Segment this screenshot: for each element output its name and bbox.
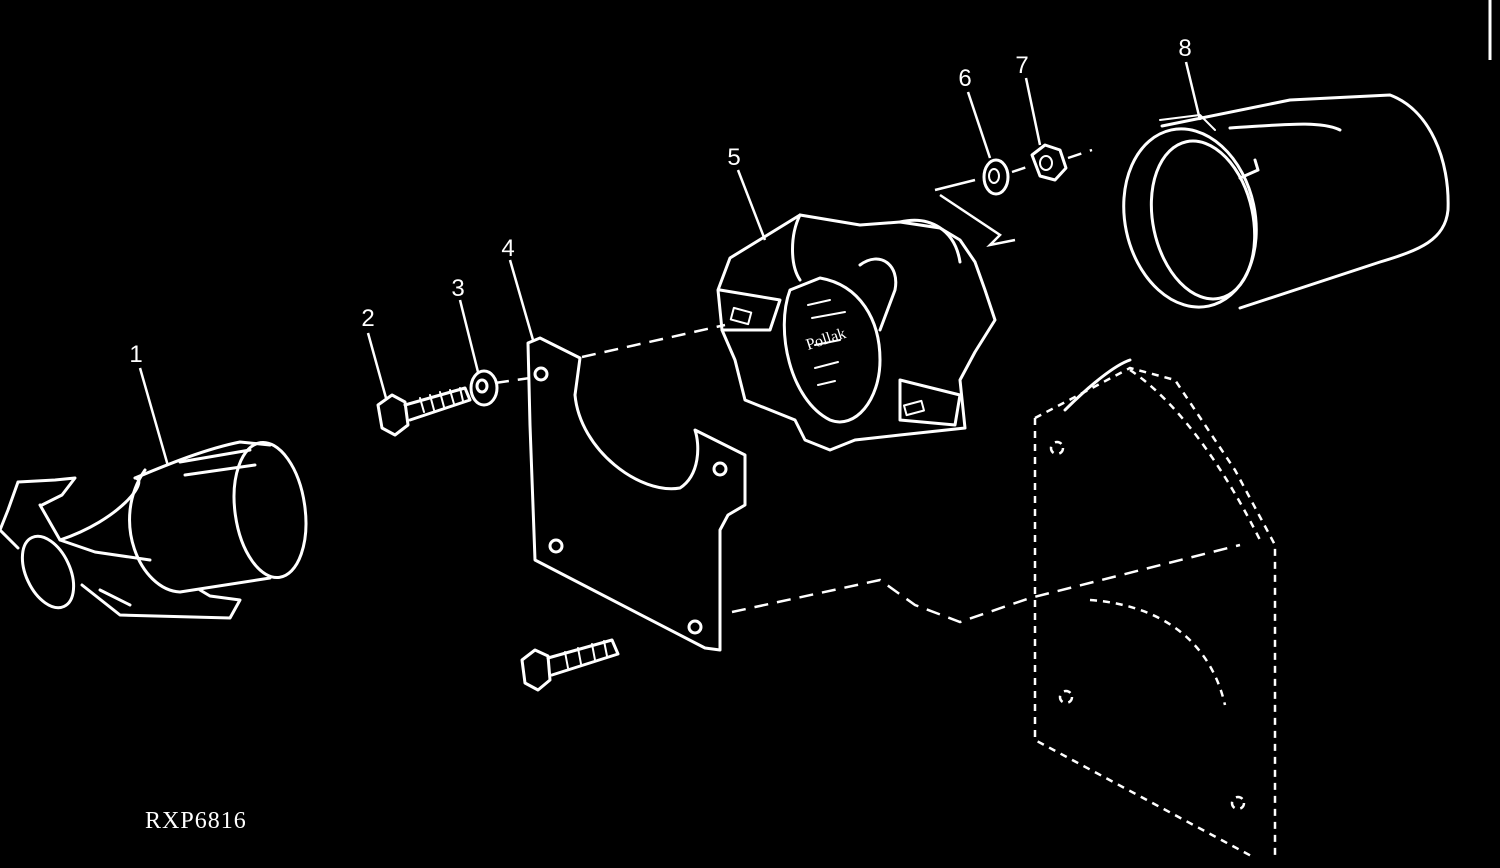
callout-5: 5 (727, 144, 740, 171)
callout-1: 1 (129, 341, 142, 368)
part-1-trailer-plug (0, 440, 308, 620)
part-4-mounting-bracket (526, 336, 747, 652)
callout-2: 2 (361, 305, 374, 332)
part-6-lock-washer (982, 158, 1010, 196)
callout-7: 7 (1015, 52, 1028, 79)
callout-4: 4 (501, 235, 514, 262)
figure-code: RXP6816 (145, 808, 247, 834)
part-2-bolt (376, 386, 472, 437)
lower-bolt (520, 638, 620, 692)
part-8-protective-boot (1122, 93, 1450, 310)
mounting-plate-dashed (1033, 358, 1277, 860)
alignment-lines (494, 148, 1241, 624)
svg-text:Pollak: Pollak (804, 325, 848, 354)
callout-leaders (138, 61, 1202, 467)
part-3-washer (469, 369, 499, 407)
callout-8: 8 (1178, 35, 1191, 62)
callout-6: 6 (958, 65, 971, 92)
part-7-nut (1030, 143, 1068, 182)
callout-3: 3 (451, 275, 464, 302)
part-5-socket-receptacle: Pollak (716, 213, 997, 452)
